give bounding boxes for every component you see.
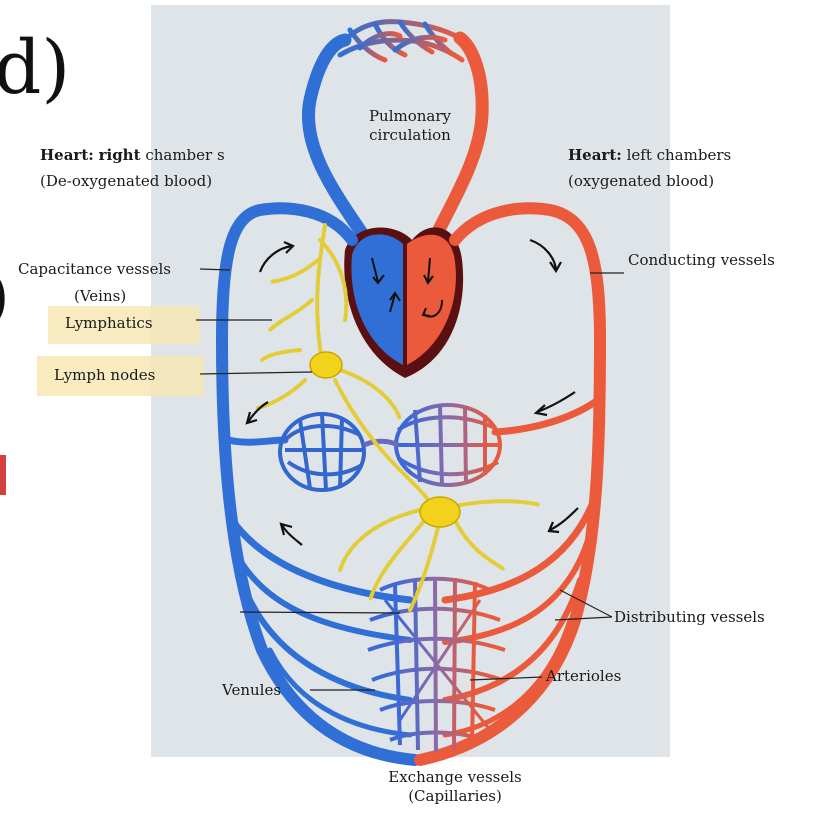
- pulmonary-circulation-label: Pulmonary circulation: [350, 107, 470, 145]
- capacitance-vessels-label: Capacitance vessels: [18, 260, 171, 279]
- heart-left-chamber: [407, 235, 456, 365]
- lymph-node-icon: [310, 352, 342, 378]
- flow-arrow-icon: [536, 392, 575, 415]
- lymphatics-label: Lymphatics: [65, 314, 153, 333]
- flow-arrow-icon: [260, 242, 293, 272]
- heart-left-label: Heart: left chambers: [568, 146, 731, 165]
- flow-arrow-icon: [281, 524, 302, 545]
- veins-sublabel: (Veins): [74, 287, 126, 306]
- flow-arrow-icon: [530, 240, 561, 271]
- mid-capillary-bed: [280, 405, 500, 490]
- lymph-nodes-label: Lymph nodes: [54, 366, 155, 385]
- heart-right-label: Heart: right chamber s: [40, 146, 225, 165]
- conducting-vessels-label: Conducting vessels: [628, 251, 775, 270]
- distributing-vessels-label: Distributing vessels: [614, 608, 765, 627]
- heart-left-sublabel: (oxygenated blood): [568, 172, 714, 191]
- exchange-vessels-label: Exchange vessels (Capillaries): [370, 768, 540, 806]
- flow-arrow-icon: [247, 402, 268, 423]
- flow-arrow-icon: [549, 508, 578, 532]
- heart: [344, 227, 463, 378]
- systemic-vein-branch: [228, 440, 285, 442]
- lymph-node-icon: [420, 497, 460, 527]
- venules-label: Venules: [222, 681, 281, 700]
- lung-capillary-bed: [340, 22, 462, 60]
- heart-right-sublabel: (De-oxygenated blood): [40, 172, 212, 191]
- arterioles-label: Arterioles: [546, 667, 621, 686]
